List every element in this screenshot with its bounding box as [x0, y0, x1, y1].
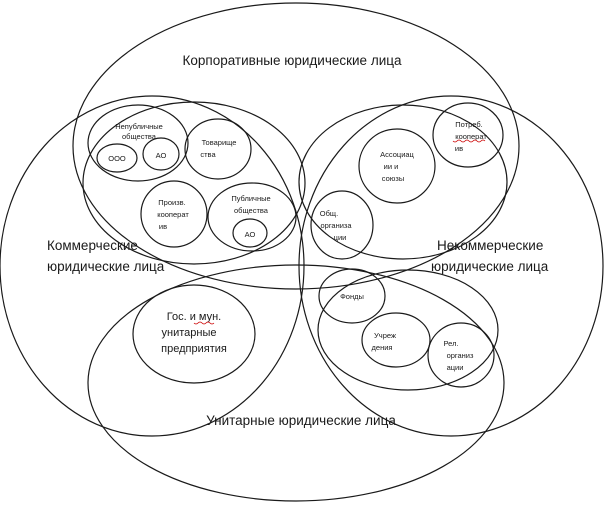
public-orgs-label-line1: Общ.: [320, 209, 338, 218]
partnerships-circle: [184, 118, 252, 180]
unitary-ellipse: [87, 264, 505, 502]
consumer-coop-label-line1: Потреб.: [455, 120, 482, 129]
noncommercial-ellipse: [298, 95, 604, 437]
noncommercial-label-line2: юридические лица: [431, 259, 549, 274]
commercial-ellipse: [0, 95, 305, 437]
non-public-societies-circle: [87, 104, 189, 182]
ao-public-label: АО: [245, 230, 256, 239]
religious-label-line3: ации: [447, 363, 464, 372]
ooo-label: ООО: [108, 154, 126, 163]
unitary-label: Унитарные юридические лица: [206, 413, 396, 428]
non-public-label-line1: Непубличные: [115, 122, 163, 131]
unitary-noncommercial-group: [317, 269, 499, 391]
prod-coop-label-line2: кооперат: [157, 210, 189, 219]
noncommercial-label-line1: Некоммерческие: [437, 238, 543, 253]
public-orgs-circle: [310, 190, 374, 260]
ooo-circle: [96, 143, 138, 173]
funds-label: Фонды: [340, 292, 364, 301]
consumer-coop-label-line3: ив: [455, 144, 463, 153]
public-orgs-label-line3: ции: [334, 233, 347, 242]
public-label-line2: общества: [234, 206, 269, 215]
public-label-line1: Публичные: [231, 194, 270, 203]
public-societies-circle: [207, 182, 297, 252]
institutions-label-line2: дения: [372, 343, 393, 352]
associations-label-line3: союзы: [382, 174, 404, 183]
religious-circle: [427, 322, 495, 388]
associations-circle: [358, 128, 436, 204]
prod-coop-circle: [140, 180, 208, 248]
partnerships-label-line1: Товарище: [202, 138, 237, 147]
corporate-commercial-group: [82, 101, 306, 265]
corporate-ellipse: [72, 2, 520, 290]
consumer-coop-label-line2: кооперат: [455, 132, 487, 141]
ao-inner-label: АО: [156, 151, 167, 160]
public-orgs-label-line2: организа: [320, 221, 352, 230]
commercial-label-line1: Коммерческие: [47, 238, 138, 253]
state-enterprises-label-line2: унитарные: [162, 327, 217, 339]
partnerships-label-line2: ства: [200, 150, 216, 159]
commercial-label-line2: юридические лица: [47, 259, 165, 274]
spellcheck-underline-coop: [452, 139, 486, 143]
ao-public-circle: [232, 218, 268, 248]
non-public-label-line2: общества: [122, 132, 157, 141]
religious-label-line2: организ: [447, 351, 474, 360]
institutions-label-line1: Учреж: [374, 331, 396, 340]
associations-label-line1: Ассоциац: [380, 150, 414, 159]
consumer-coop-circle: [432, 102, 504, 168]
ao-inner-circle: [142, 137, 180, 171]
corporate-label: Корпоративные юридические лица: [183, 53, 402, 68]
prod-coop-label-line1: Произв.: [158, 198, 185, 207]
funds-circle: [318, 268, 386, 324]
institutions-circle: [361, 312, 431, 368]
associations-label-line2: ии и: [384, 162, 399, 171]
state-enterprises-label-line3: предприятия: [161, 343, 227, 355]
prod-coop-label-line3: ив: [159, 222, 167, 231]
spellcheck-underline-mun: [193, 321, 215, 325]
corporate-noncommercial-group: [298, 104, 508, 260]
state-enterprises-label-line1: Гос. и мун.: [167, 311, 221, 323]
unitary-commercial-group: [132, 284, 256, 384]
religious-label-line1: Рел.: [443, 339, 458, 348]
